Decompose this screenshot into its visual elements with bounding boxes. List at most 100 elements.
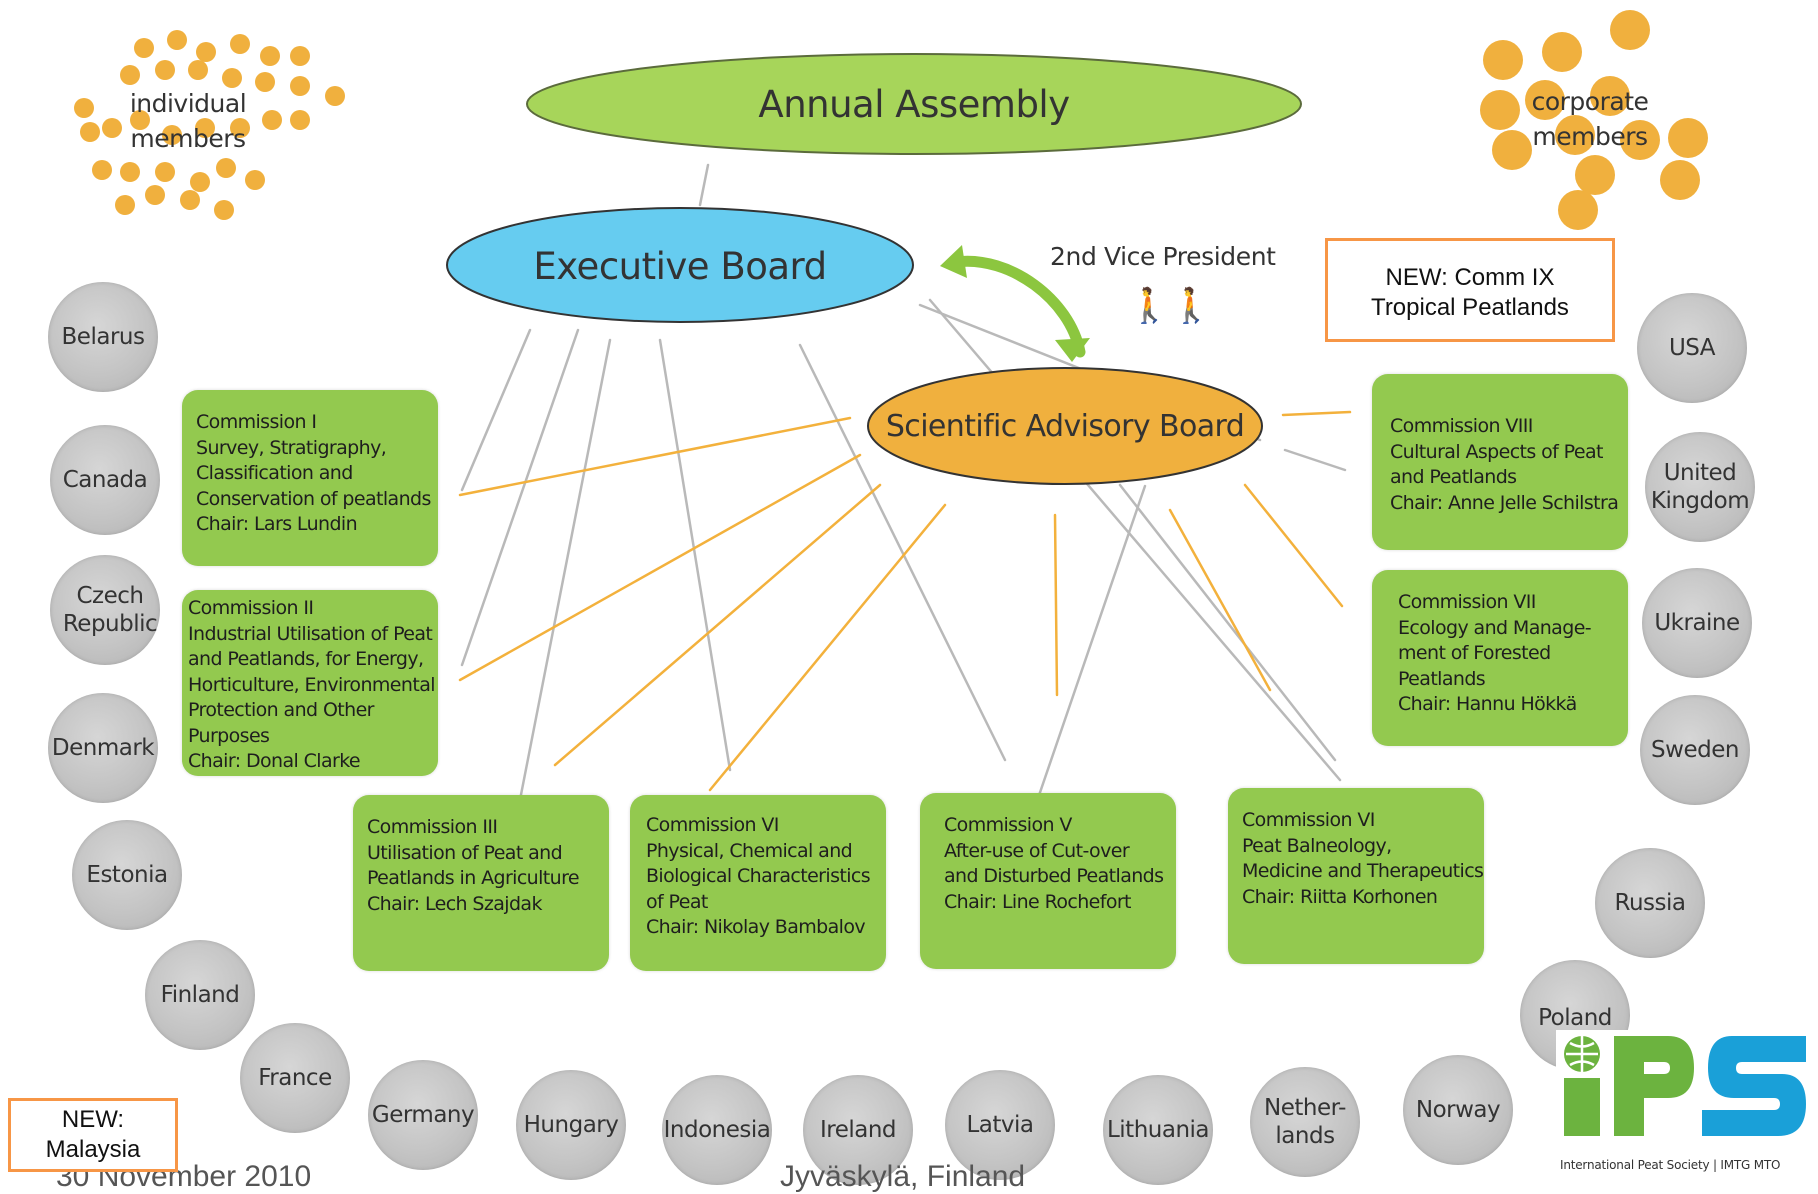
corporate-member-dot-9 bbox=[1492, 130, 1532, 170]
vice-president-label: 2nd Vice President bbox=[1050, 242, 1276, 271]
orange-connector-6 bbox=[1243, 483, 1344, 608]
orange-connector-5 bbox=[1168, 508, 1272, 692]
country-norway: Norway bbox=[1403, 1055, 1513, 1165]
gray-connector-9 bbox=[1118, 483, 1337, 762]
individual-member-dot-29 bbox=[145, 185, 165, 205]
individual-member-dot-11 bbox=[255, 72, 275, 92]
individual-member-dot-6 bbox=[74, 98, 94, 118]
commission-2-box: Commission II Industrial Utilisation of … bbox=[182, 590, 438, 776]
corporate-member-dot-12 bbox=[1558, 190, 1598, 230]
country-finland: Finland bbox=[145, 940, 255, 1050]
individual-member-dot-20 bbox=[262, 110, 282, 130]
new-malaysia-note: NEW: Malaysia bbox=[8, 1098, 178, 1172]
orange-connector-7 bbox=[1281, 410, 1352, 417]
country-russia: Russia bbox=[1595, 848, 1705, 958]
individual-member-dot-17 bbox=[162, 125, 182, 145]
individual-member-dot-2 bbox=[196, 42, 216, 62]
footer-place: Jyväskylä, Finland bbox=[780, 1160, 1026, 1193]
commission-3-text: Commission III Utilisation of Peat and P… bbox=[367, 816, 580, 915]
individual-members-label: individual members bbox=[129, 89, 247, 153]
individual-member-dot-3 bbox=[230, 34, 250, 54]
scientific-board-title: Scientific Advisory Board bbox=[885, 408, 1245, 444]
country-belarus: Belarus bbox=[48, 282, 158, 392]
individual-member-dot-31 bbox=[214, 200, 234, 220]
individual-member-dot-5 bbox=[290, 46, 310, 66]
corporate-member-dot-0 bbox=[1483, 40, 1523, 80]
commission-4-box: Commission VI Physical, Chemical and Bio… bbox=[630, 795, 886, 971]
corporate-member-dot-4 bbox=[1590, 76, 1630, 116]
commission-6-text: Commission VI Peat Balneology, Medicine … bbox=[1242, 809, 1484, 908]
individual-member-dot-23 bbox=[120, 162, 140, 182]
orange-connector-3 bbox=[708, 503, 947, 792]
country-hungary: Hungary bbox=[516, 1070, 626, 1180]
corporate-member-dot-6 bbox=[1555, 115, 1595, 155]
individual-member-dot-0 bbox=[134, 38, 154, 58]
individual-member-dot-25 bbox=[190, 172, 210, 192]
corporate-member-dot-11 bbox=[1660, 160, 1700, 200]
individual-member-dot-27 bbox=[245, 170, 265, 190]
individual-member-dot-30 bbox=[180, 190, 200, 210]
individual-member-dot-1 bbox=[167, 30, 187, 50]
corporate-member-dot-1 bbox=[1542, 32, 1582, 72]
corporate-member-dot-8 bbox=[1668, 118, 1708, 158]
commission-6-box: Commission VI Peat Balneology, Medicine … bbox=[1228, 788, 1484, 964]
individual-member-dot-14 bbox=[80, 122, 100, 142]
executive-board-ellipse bbox=[446, 207, 914, 323]
corporate-members-label: corporate members bbox=[1531, 87, 1649, 151]
country-estonia: Estonia bbox=[72, 820, 182, 930]
gray-connector-8 bbox=[1283, 448, 1347, 472]
ips-logo-graphic bbox=[1564, 1036, 1806, 1136]
country-indonesia: Indonesia bbox=[662, 1075, 772, 1185]
individual-member-dot-28 bbox=[115, 195, 135, 215]
orange-connector-1 bbox=[458, 453, 862, 682]
ips-logo: International Peat Society | IMTG MTO bbox=[1556, 1030, 1812, 1178]
individual-member-dot-9 bbox=[188, 60, 208, 80]
executive-board-title: Executive Board bbox=[533, 244, 827, 288]
country-latvia: Latvia bbox=[945, 1070, 1055, 1180]
corporate-member-dot-5 bbox=[1480, 90, 1520, 130]
gray-connector-2 bbox=[460, 328, 580, 667]
individual-member-dot-24 bbox=[155, 162, 175, 182]
commission-3-box: Commission III Utilisation of Peat and P… bbox=[353, 795, 609, 971]
people-icon: 🚶🚶 bbox=[1128, 286, 1213, 326]
country-ukraine: Ukraine bbox=[1642, 568, 1752, 678]
individual-member-dot-13 bbox=[325, 86, 345, 106]
gray-connector-0 bbox=[698, 163, 710, 207]
commission-4-text: Commission VI Physical, Chemical and Bio… bbox=[646, 814, 871, 938]
country-canada: Canada bbox=[50, 425, 160, 535]
country-germany: Germany bbox=[368, 1060, 478, 1170]
country-czech: Czech Republic bbox=[50, 555, 160, 665]
individual-member-dot-18 bbox=[195, 118, 215, 138]
corporate-member-dot-7 bbox=[1620, 120, 1660, 160]
commission-5-box: Commission V After-use of Cut-over and D… bbox=[920, 793, 1176, 969]
individual-member-dot-19 bbox=[230, 118, 250, 138]
scientific-board-ellipse bbox=[867, 367, 1263, 485]
individual-member-dot-21 bbox=[290, 110, 310, 130]
individual-member-dot-26 bbox=[216, 158, 236, 178]
individual-member-dot-22 bbox=[92, 160, 112, 180]
gray-connector-4 bbox=[658, 338, 732, 772]
corporate-member-dot-10 bbox=[1575, 155, 1615, 195]
commission-1-box: Commission I Survey, Stratigraphy, Class… bbox=[182, 390, 438, 566]
country-ireland: Ireland bbox=[803, 1075, 913, 1185]
annual-assembly-title: Annual Assembly bbox=[758, 82, 1070, 126]
country-lithuania: Lithuania bbox=[1103, 1075, 1213, 1185]
vice-president-arrow bbox=[950, 255, 1086, 358]
commission-1-text: Commission I Survey, Stratigraphy, Class… bbox=[196, 411, 431, 535]
country-uk: United Kingdom bbox=[1645, 432, 1755, 542]
annual-assembly-ellipse bbox=[526, 53, 1302, 155]
individual-member-dot-16 bbox=[130, 110, 150, 130]
country-sweden: Sweden bbox=[1640, 695, 1750, 805]
orange-connector-4 bbox=[1053, 513, 1059, 697]
individual-member-dot-4 bbox=[260, 46, 280, 66]
country-netherlands: Nether- lands bbox=[1250, 1067, 1360, 1177]
commission-8-box: Commission VIII Cultural Aspects of Peat… bbox=[1372, 374, 1628, 550]
gray-connector-3 bbox=[516, 338, 612, 812]
commission-7-text: Commission VII Ecology and Manage- ment … bbox=[1398, 591, 1592, 715]
commission-8-text: Commission VIII Cultural Aspects of Peat… bbox=[1390, 415, 1619, 514]
country-france: France bbox=[240, 1023, 350, 1133]
individual-member-dot-15 bbox=[102, 118, 122, 138]
